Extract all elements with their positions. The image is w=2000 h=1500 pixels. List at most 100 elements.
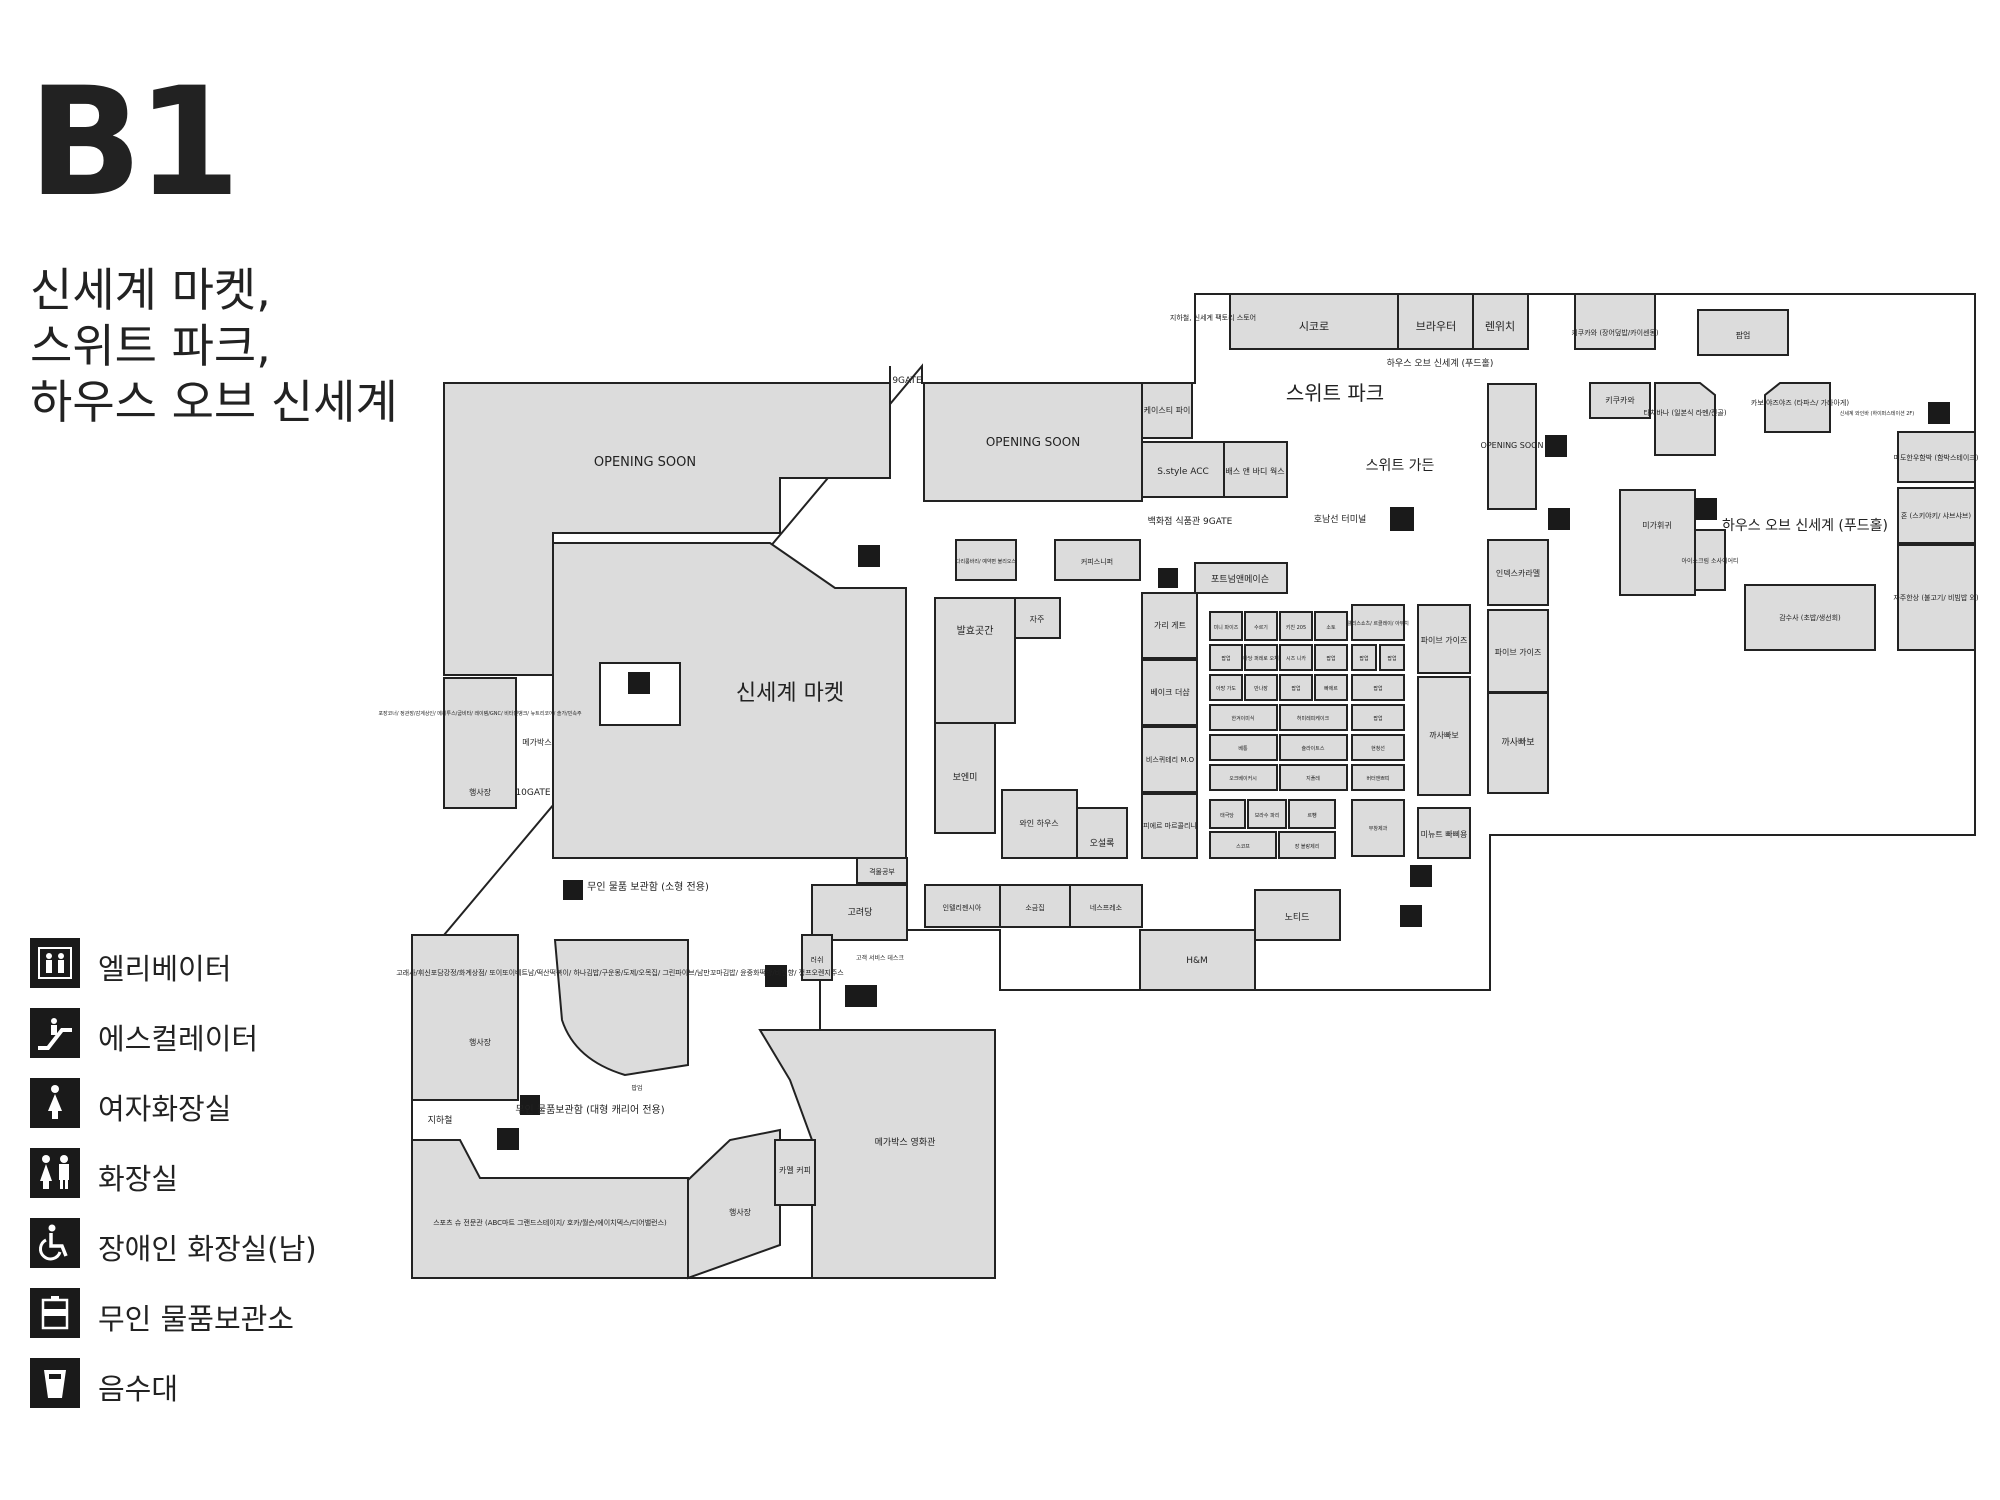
store-renwich[interactable] [1472, 293, 1529, 350]
label-wine: 와인 하우스 [1019, 818, 1058, 828]
map-restroom-icon [1545, 435, 1567, 457]
label-kyeokjul: 격물공부 [869, 868, 895, 876]
label-mikahwigui: 미가휘귀 [1642, 520, 1671, 530]
store-mikahwigui[interactable] [1619, 489, 1696, 596]
store-boenmi[interactable] [934, 722, 996, 834]
map-locker-icon [520, 1095, 540, 1115]
store-index[interactable] [1487, 539, 1549, 606]
store-hm[interactable] [1139, 929, 1256, 991]
map-elevator-icon [1695, 498, 1717, 520]
store-fiveguys-2[interactable] [1487, 609, 1549, 693]
store-lesh[interactable] [801, 934, 833, 981]
map-escalator-icon [858, 545, 880, 567]
store-kikukawa-top[interactable] [1574, 293, 1656, 350]
map-escalator-icon [1410, 865, 1432, 887]
svg-text:아망 가도: 아망 가도 [1216, 685, 1236, 692]
store-kkasabbaebo-2[interactable] [1487, 692, 1549, 794]
food-court[interactable] [553, 939, 689, 1077]
svg-text:부창제과: 부창제과 [1369, 825, 1388, 832]
store-biscuiterie[interactable] [1141, 726, 1198, 793]
store-megabox[interactable] [758, 1029, 996, 1279]
label-gate10: 10GATE [515, 788, 550, 798]
zone-name: 신세계 마켓, [30, 263, 271, 317]
dessert-grid [1209, 604, 1405, 859]
store-dari[interactable] [955, 539, 1017, 581]
store-sikoro[interactable] [1229, 293, 1399, 350]
label-boenmi: 보엔미 [953, 772, 978, 783]
label-bath: 배스 앤 바디 웍스 [1225, 466, 1284, 476]
store-kabo[interactable] [1764, 382, 1831, 433]
label-kikukawa: 키쿠카와 [1605, 395, 1635, 405]
store-osulloc[interactable] [1076, 807, 1128, 859]
store-fortnum[interactable] [1194, 562, 1288, 594]
store-opening-soon-1[interactable] [443, 382, 891, 676]
store-nespresso[interactable] [1069, 884, 1143, 928]
label-sikoro: 시코로 [1299, 320, 1329, 333]
store-noted[interactable] [1254, 889, 1341, 941]
store-kapiseuni[interactable] [1054, 539, 1141, 581]
store-kyeokjul[interactable] [856, 857, 908, 884]
store-pojang[interactable] [443, 677, 517, 809]
store-kkasabbaebo-1[interactable] [1417, 676, 1471, 796]
store-jaju[interactable] [1014, 597, 1061, 639]
restroom-icon [30, 1148, 80, 1198]
store-event-hall-2[interactable] [687, 1128, 781, 1280]
store-popup-top[interactable] [1697, 309, 1789, 356]
label-midohan: 미도한우함박 (함박스테이크) [1894, 453, 1979, 462]
store-opening-soon-3[interactable] [1487, 383, 1537, 510]
store-jajuhansang[interactable] [1897, 544, 1976, 651]
label-kabo: 카보 야즈야즈 (타파스/ 가라아게) [1751, 398, 1849, 407]
store-fiveguys-1[interactable] [1417, 604, 1471, 674]
store-garigete[interactable] [1141, 592, 1198, 659]
svg-text:버터앤쁘띠: 버터앤쁘띠 [1366, 775, 1389, 782]
store-balhyo[interactable] [934, 597, 1016, 724]
store-tachibana[interactable] [1654, 382, 1716, 456]
store-gamsusa[interactable] [1744, 584, 1876, 651]
label-tachibana: 타치바나 (일본식 라멘/전골) [1643, 408, 1726, 417]
label-renwich: 렌위치 [1485, 320, 1515, 333]
svg-text:팝업: 팝업 [1387, 655, 1396, 662]
label-kkasabbaebo-1: 까사빠보 [1429, 730, 1458, 740]
label-lesh: 러쉬 [811, 955, 824, 964]
store-intelligentsia[interactable] [924, 884, 1001, 928]
label-jajuhansang: 자주한상 (불고기/ 비빔밥 외) [1893, 593, 1979, 602]
store-midohan[interactable] [1897, 431, 1976, 483]
store-sogeumjip[interactable] [999, 884, 1071, 928]
label-sogeumjip: 소금집 [1025, 903, 1044, 912]
label-kkasabbaebo-2: 까사빠보 [1501, 737, 1534, 748]
svg-text:팝업: 팝업 [1221, 655, 1230, 662]
store-bath[interactable] [1223, 441, 1288, 498]
zone-names: 신세계 마켓, 스위트 파크, 하우스 오브 신세계 [30, 262, 398, 430]
label-opening-soon-1: OPENING SOON [594, 455, 696, 470]
label-goryeodang: 고려당 [848, 907, 873, 918]
label-hm: H&M [1186, 956, 1208, 966]
store-minute[interactable] [1417, 807, 1471, 859]
svg-text:키친 205: 키친 205 [1286, 624, 1306, 631]
store-style-acc[interactable] [1141, 441, 1225, 498]
store-hon[interactable] [1897, 487, 1976, 544]
store-event-hall-1[interactable] [411, 934, 519, 1101]
store-goryeodang[interactable] [811, 884, 908, 941]
store-sports[interactable] [411, 1139, 689, 1279]
label-noted: 노티드 [1285, 912, 1310, 923]
label-sweet-park: 스위트 파크 [1286, 381, 1384, 405]
store-icecream[interactable] [1694, 529, 1726, 591]
svg-text:소토: 소토 [1326, 625, 1336, 631]
map-escalator-icon [1928, 402, 1950, 424]
store-bakery[interactable] [1141, 659, 1198, 726]
locker-icon [30, 1288, 80, 1338]
svg-text:팝업: 팝업 [1326, 655, 1335, 662]
svg-text:한겨이미식: 한겨이미식 [1231, 715, 1254, 722]
label-locker-small: 무인 물품 보관함 (소형 전용) [587, 881, 709, 893]
store-caramel[interactable] [774, 1139, 816, 1206]
store-brauter[interactable] [1397, 293, 1474, 350]
svg-text:지플레: 지플레 [1306, 775, 1320, 782]
store-caseys-pie[interactable] [1141, 382, 1193, 439]
store-pierre[interactable] [1141, 793, 1198, 859]
store-kikukawa[interactable] [1589, 382, 1651, 419]
svg-text:웰리스쇼츠/ 르클레이/ 아무치: 웰리스쇼츠/ 르클레이/ 아무치 [1347, 620, 1409, 627]
store-shinsegae-market[interactable] [552, 542, 907, 859]
legend-label: 장애인 화장실(남) [98, 1232, 317, 1266]
legend-item-restroom: 화장실 [30, 1148, 390, 1200]
label-style-acc: S.style ACC [1157, 467, 1209, 477]
